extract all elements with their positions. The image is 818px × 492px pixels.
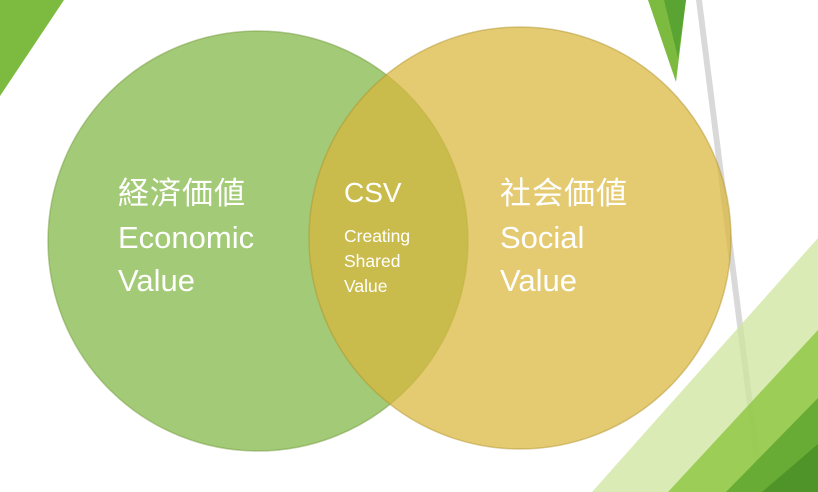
social-value-label: 社会価値 Social Value [500,172,628,302]
social-value-label-en-line2: Value [500,263,577,298]
decoration-top-right-wedge-dark [664,0,686,58]
csv-expansion-line1: Creating [344,226,411,246]
social-value-label-jp: 社会価値 [500,176,628,211]
decoration-top-left-triangle [0,0,64,96]
social-value-label-en-line1: Social [500,220,585,255]
csv-intersection-label: CSV Creating Shared Value [344,172,410,299]
decoration-bottom-right-dark-triangle [762,444,818,492]
economic-value-label-en-line1: Economic [118,220,255,255]
economic-value-label-en-line2: Value [118,263,195,298]
csv-expansion-line2: Shared [344,251,401,271]
economic-value-label-jp: 経済価値 [118,176,246,211]
csv-expansion-line3: Value [344,276,388,296]
social-value-circle [308,26,732,450]
csv-acronym: CSV [344,177,402,208]
economic-value-label: 経済価値 Economic Value [118,172,254,302]
